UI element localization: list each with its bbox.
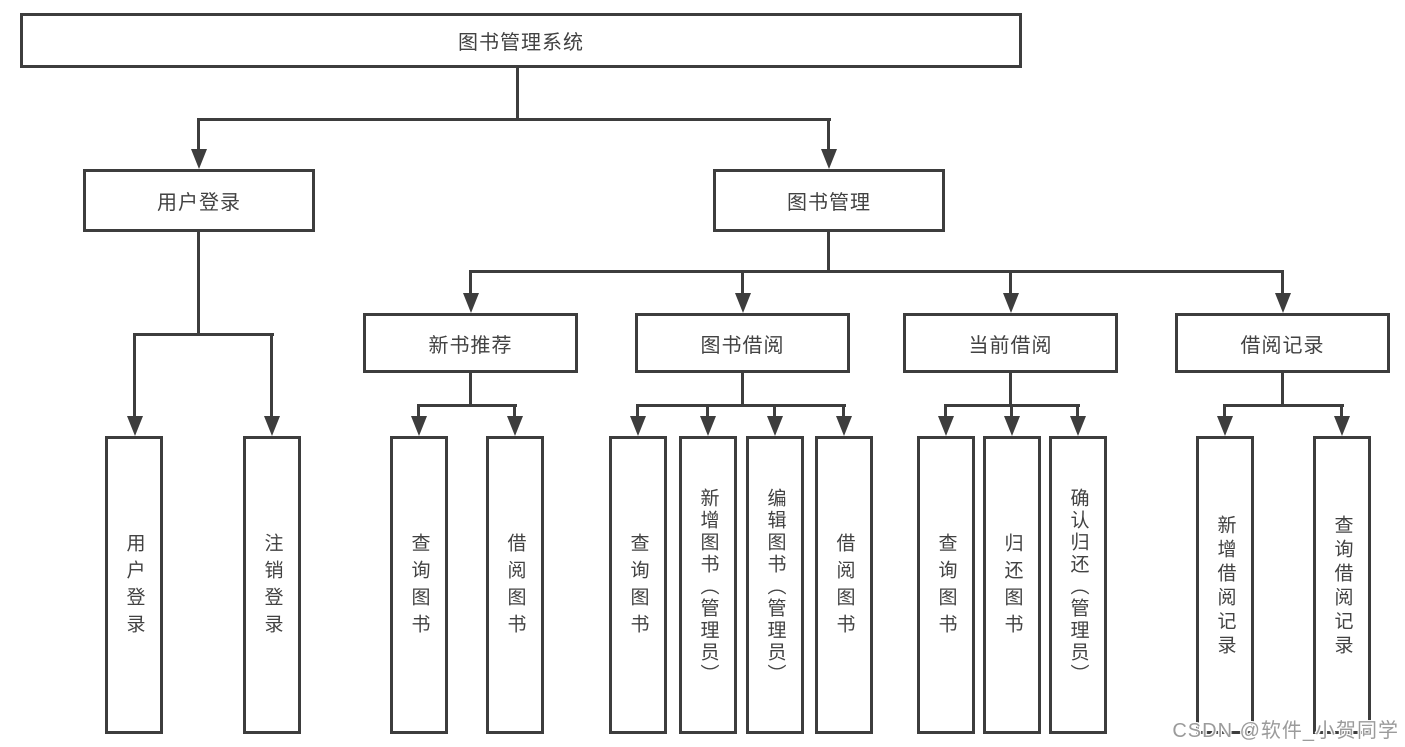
arrow-down-icon bbox=[767, 416, 783, 436]
connector-current-drop-2 bbox=[1010, 404, 1013, 420]
connector-recommend-drop-1 bbox=[417, 404, 420, 420]
csdn-watermark: CSDN @软件_小贺同学 bbox=[1172, 720, 1399, 742]
node-leaf-add-borrow-record: 新增借阅记录 bbox=[1196, 436, 1254, 734]
connector-mgmt-drop-3 bbox=[1009, 270, 1012, 297]
arrow-down-icon bbox=[463, 293, 479, 313]
connector-login-bar bbox=[133, 333, 274, 336]
arrow-down-icon bbox=[507, 416, 523, 436]
connector-root-drop-right bbox=[827, 118, 830, 153]
connector-login-drop-1 bbox=[133, 333, 136, 420]
connector-login-drop-2 bbox=[270, 333, 273, 420]
arrow-down-icon bbox=[938, 416, 954, 436]
node-user-login-branch: 用户登录 bbox=[83, 169, 315, 232]
connector-current-drop-1 bbox=[944, 404, 947, 420]
connector-current-stem bbox=[1009, 373, 1012, 406]
connector-mgmt-bar bbox=[469, 270, 1284, 273]
arrow-down-icon bbox=[264, 416, 280, 436]
arrow-down-icon bbox=[1334, 416, 1350, 436]
connector-borrow-stem bbox=[741, 373, 744, 406]
connector-root-bar bbox=[197, 118, 831, 121]
arrow-down-icon bbox=[1003, 293, 1019, 313]
node-leaf-query-books-2: 查询图书 bbox=[609, 436, 667, 734]
node-current-borrow: 当前借阅 bbox=[903, 313, 1118, 373]
arrow-down-icon bbox=[1217, 416, 1233, 436]
connector-borrow-drop-4 bbox=[842, 404, 845, 420]
node-book-management-branch: 图书管理 bbox=[713, 169, 945, 232]
arrow-down-icon bbox=[630, 416, 646, 436]
connector-current-drop-3 bbox=[1076, 404, 1079, 420]
connector-borrow-drop-1 bbox=[636, 404, 639, 420]
node-leaf-query-books-1: 查询图书 bbox=[390, 436, 448, 734]
connector-recommend-bar bbox=[418, 404, 517, 407]
arrow-down-icon bbox=[1275, 293, 1291, 313]
connector-records-drop-2 bbox=[1340, 404, 1343, 420]
connector-mgmt-drop-1 bbox=[469, 270, 472, 297]
connector-records-bar bbox=[1224, 404, 1344, 407]
node-borrow-records: 借阅记录 bbox=[1175, 313, 1390, 373]
arrow-down-icon bbox=[735, 293, 751, 313]
connector-mgmt-drop-2 bbox=[741, 270, 744, 297]
arrow-down-icon bbox=[127, 416, 143, 436]
connector-recommend-drop-2 bbox=[513, 404, 516, 420]
connector-borrow-drop-3 bbox=[773, 404, 776, 420]
arrow-down-icon bbox=[411, 416, 427, 436]
connector-root-drop-left bbox=[197, 118, 200, 153]
node-leaf-return-book: 归还图书 bbox=[983, 436, 1041, 734]
node-leaf-borrow-books-1: 借阅图书 bbox=[486, 436, 544, 734]
arrow-down-icon bbox=[191, 149, 207, 169]
node-leaf-query-borrow-record: 查询借阅记录 bbox=[1313, 436, 1371, 734]
node-leaf-borrow-books-2: 借阅图书 bbox=[815, 436, 873, 734]
node-leaf-edit-book-admin: 编辑图书（管理员） bbox=[746, 436, 804, 734]
connector-mgmt-stem bbox=[827, 232, 830, 272]
arrow-down-icon bbox=[1004, 416, 1020, 436]
node-leaf-logout: 注销登录 bbox=[243, 436, 301, 734]
connector-mgmt-drop-4 bbox=[1281, 270, 1284, 297]
node-leaf-query-books-3: 查询图书 bbox=[917, 436, 975, 734]
connector-root-stem bbox=[516, 68, 519, 120]
connector-borrow-drop-2 bbox=[706, 404, 709, 420]
node-leaf-user-login: 用户登录 bbox=[105, 436, 163, 734]
arrow-down-icon bbox=[1070, 416, 1086, 436]
arrow-down-icon bbox=[821, 149, 837, 169]
connector-records-stem bbox=[1281, 373, 1284, 406]
node-book-borrow: 图书借阅 bbox=[635, 313, 850, 373]
connector-records-drop-1 bbox=[1223, 404, 1226, 420]
connector-login-stem bbox=[197, 232, 200, 335]
node-root-library-system: 图书管理系统 bbox=[20, 13, 1022, 68]
connector-recommend-stem bbox=[469, 373, 472, 406]
arrow-down-icon bbox=[700, 416, 716, 436]
node-leaf-add-book-admin: 新增图书（管理员） bbox=[679, 436, 737, 734]
connector-borrow-bar bbox=[637, 404, 846, 407]
arrow-down-icon bbox=[836, 416, 852, 436]
node-new-book-recommend: 新书推荐 bbox=[363, 313, 578, 373]
node-leaf-confirm-return-admin: 确认归还（管理员） bbox=[1049, 436, 1107, 734]
